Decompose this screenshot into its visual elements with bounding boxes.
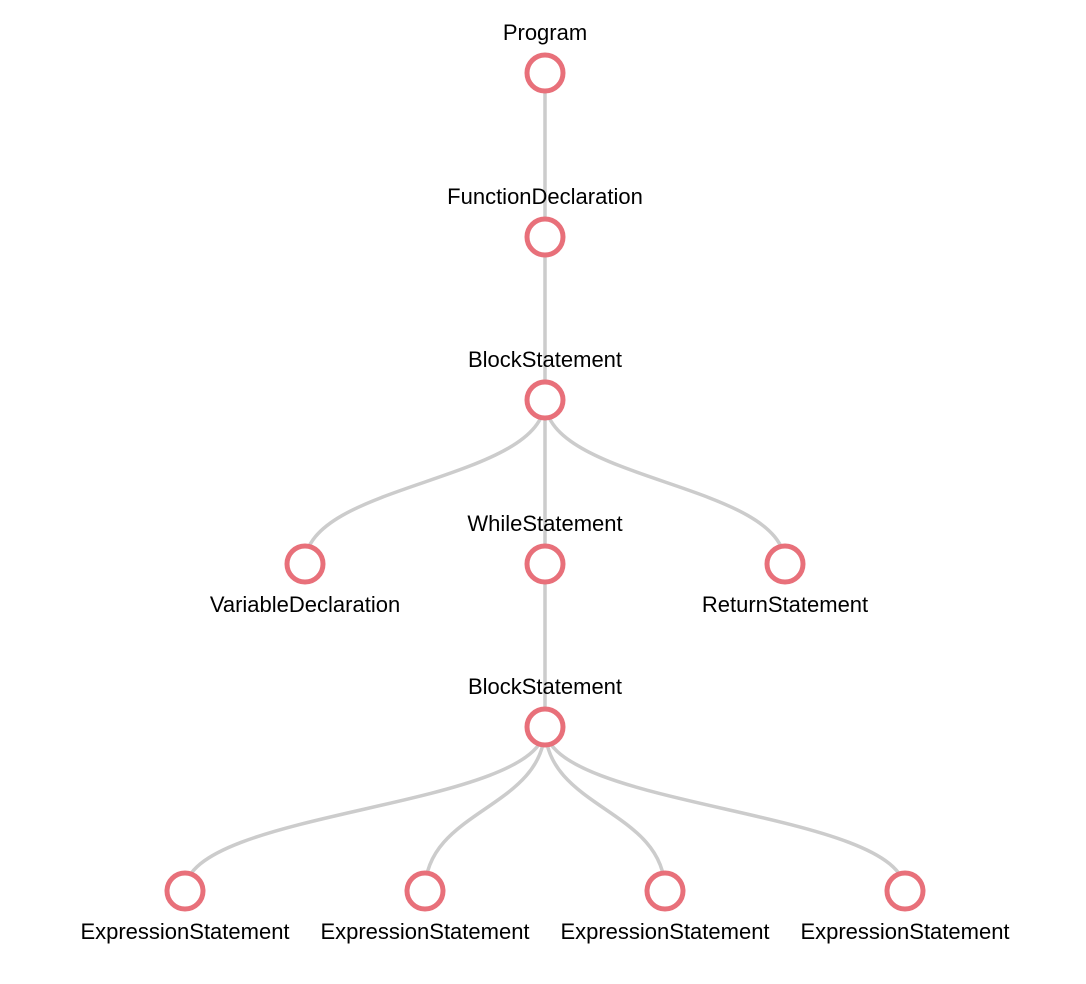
tree-node-label: ReturnStatement: [702, 592, 868, 617]
tree-link: [183, 726, 547, 892]
tree-link: [543, 399, 787, 565]
tree-node-label: ExpressionStatement: [320, 919, 529, 944]
tree-link: [423, 726, 547, 892]
tree-link: [303, 399, 547, 565]
tree-node-label: VariableDeclaration: [210, 592, 400, 617]
tree-node-label: FunctionDeclaration: [447, 184, 643, 209]
tree-node[interactable]: BlockStatement: [468, 674, 622, 748]
tree-node-circle[interactable]: [524, 216, 566, 258]
tree-node[interactable]: ExpressionStatement: [80, 870, 290, 944]
tree-node-circle[interactable]: [404, 870, 446, 912]
tree-node-label: Program: [503, 20, 587, 45]
tree-node-circle[interactable]: [284, 543, 326, 585]
tree-link: [543, 726, 907, 892]
tree-node[interactable]: BlockStatement: [468, 347, 622, 421]
tree-nodes: ProgramFunctionDeclarationBlockStatement…: [80, 20, 1009, 944]
tree-node-circle[interactable]: [884, 870, 926, 912]
tree-node[interactable]: ExpressionStatement: [560, 870, 770, 944]
tree-node-label: ExpressionStatement: [80, 919, 289, 944]
tree-node[interactable]: FunctionDeclaration: [447, 184, 643, 258]
tree-node-circle[interactable]: [644, 870, 686, 912]
tree-node-label: BlockStatement: [468, 347, 622, 372]
tree-node-circle[interactable]: [524, 379, 566, 421]
tree-node[interactable]: WhileStatement: [467, 511, 623, 585]
tree-node-label: WhileStatement: [467, 511, 622, 536]
tree-node-circle[interactable]: [524, 706, 566, 748]
tree-node[interactable]: ReturnStatement: [702, 543, 868, 617]
tree-link: [543, 726, 667, 892]
tree-node-circle[interactable]: [524, 543, 566, 585]
tree-node[interactable]: Program: [503, 20, 587, 94]
tree-node[interactable]: VariableDeclaration: [210, 543, 400, 617]
tree-node-circle[interactable]: [764, 543, 806, 585]
tree-node-label: BlockStatement: [468, 674, 622, 699]
tree-node-label: ExpressionStatement: [560, 919, 769, 944]
tree-node-circle[interactable]: [524, 52, 566, 94]
tree-links: [183, 72, 907, 892]
tree-node[interactable]: ExpressionStatement: [320, 870, 530, 944]
tree-node[interactable]: ExpressionStatement: [800, 870, 1010, 944]
tree-node-circle[interactable]: [164, 870, 206, 912]
tree-node-label: ExpressionStatement: [800, 919, 1009, 944]
